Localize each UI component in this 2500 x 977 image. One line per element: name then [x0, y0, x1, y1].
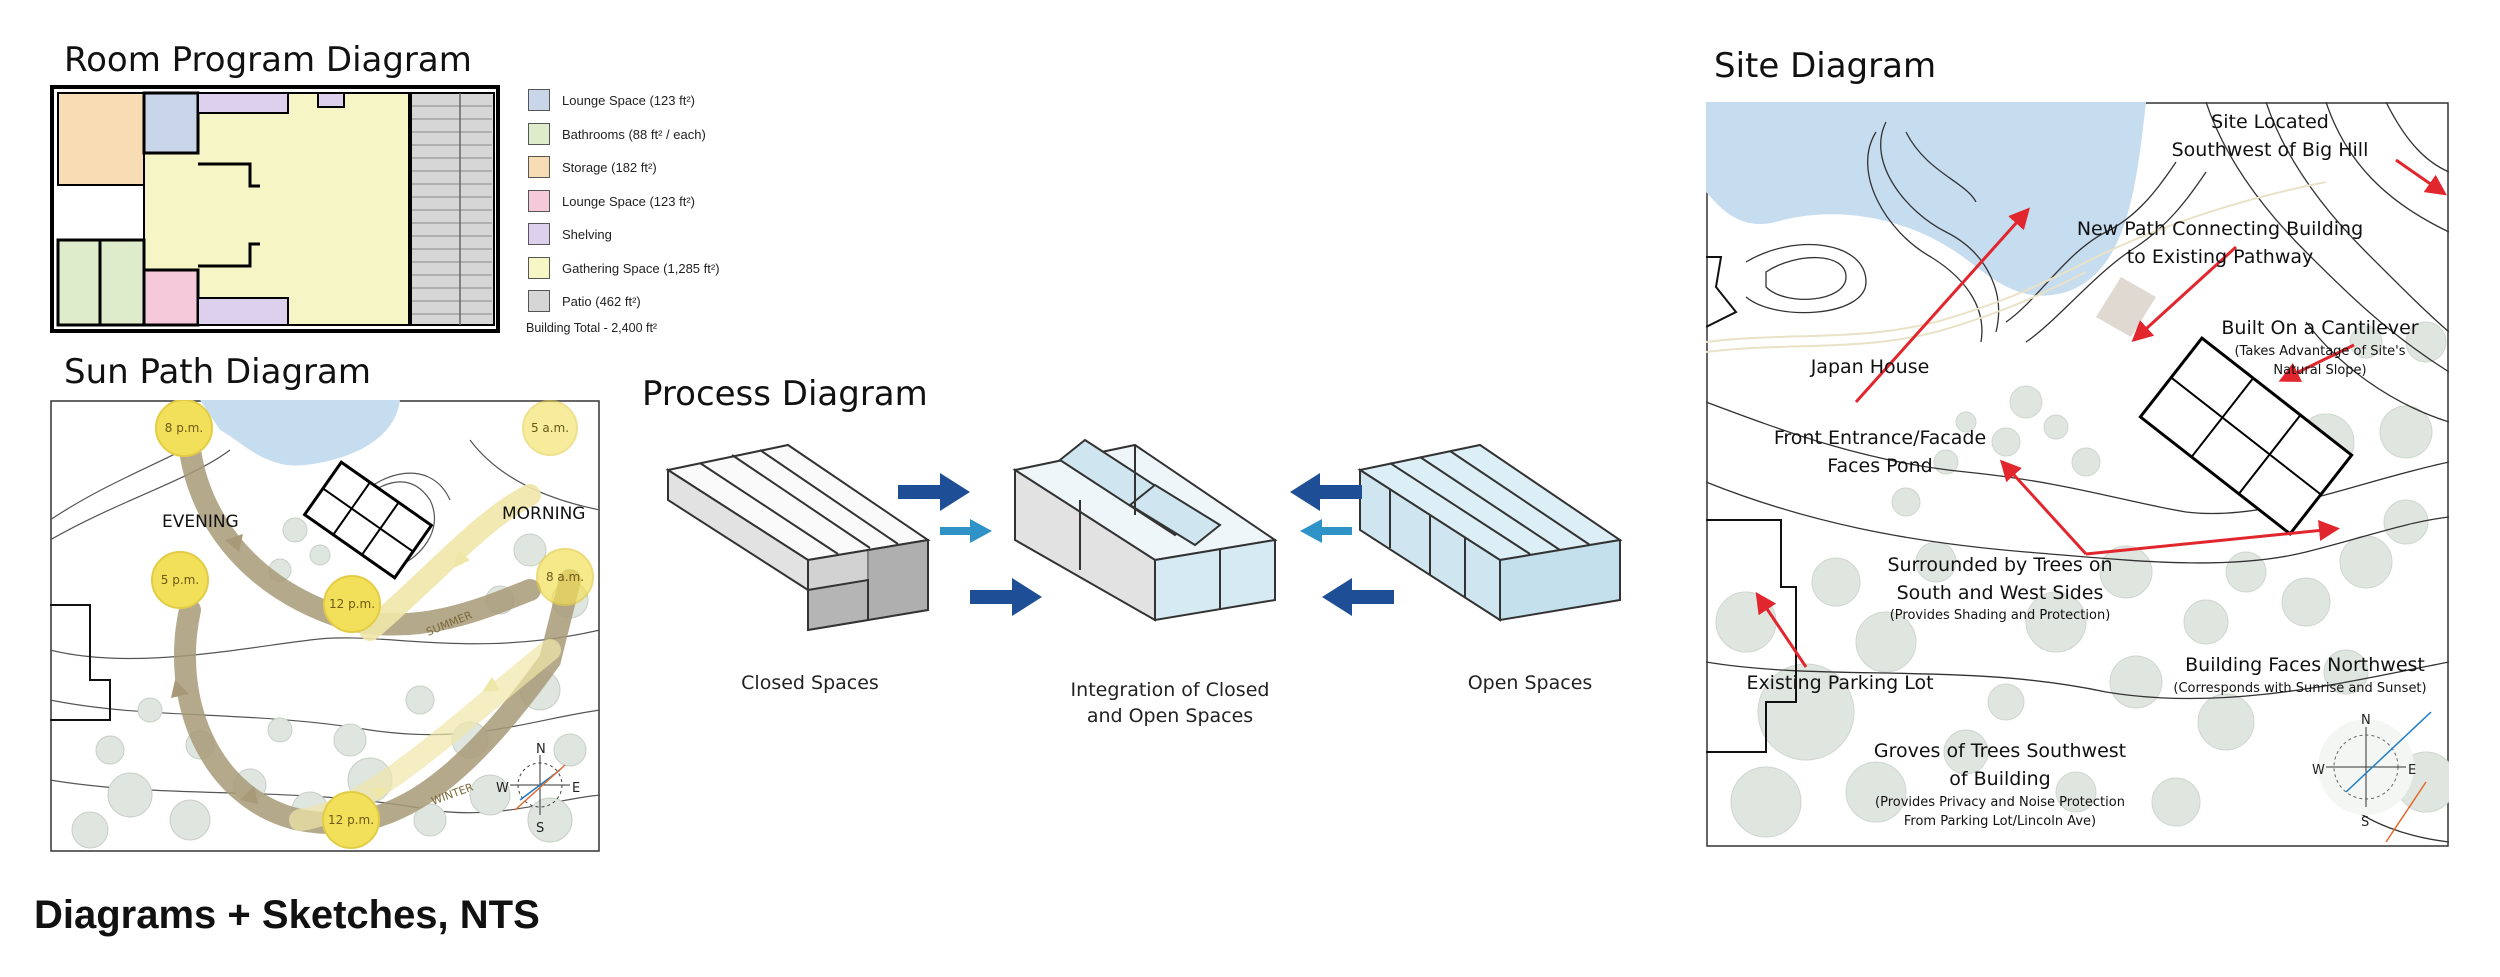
legend-swatch [528, 123, 550, 145]
open-spaces-caption: Open Spaces [1467, 672, 1593, 694]
cantilever-sub: (Takes Advantage of Site's [2234, 344, 2406, 359]
groves-sub: (Provides Privacy and Noise Protection [1875, 795, 2125, 810]
integration-caption-2: and Open Spaces [1086, 705, 1254, 727]
morning-label: MORNING [502, 504, 585, 524]
sun-time-label: 8 p.m. [165, 421, 203, 435]
compass-icon: N E S W [2312, 711, 2432, 843]
sun-time-label: 12 p.m. [329, 597, 375, 611]
compass-w: W [2312, 763, 2325, 778]
integration-caption-1: Integration of Closed [1070, 679, 1270, 701]
compass-e: E [572, 781, 580, 796]
sun-path-diagram: 8 p.m. 5 p.m. 12 p.m. 12 p.m. 5 a.m. 8 a… [50, 400, 600, 852]
site-located-label: Site Located [2211, 111, 2329, 133]
compass-n: N [536, 742, 546, 757]
groves-sub-2: From Parking Lot/Lincoln Ave) [1903, 814, 2097, 829]
main-title: Diagrams + Sketches, NTS [34, 893, 540, 937]
legend-swatch [528, 190, 550, 212]
legend-item: Storage (182 ft²) [528, 154, 657, 180]
arrow-icon [1854, 207, 2031, 404]
legend-item: Lounge Space (123 ft²) [528, 87, 695, 113]
legend-swatch [528, 223, 550, 245]
sun-time-label: 12 p.m. [328, 813, 374, 827]
closed-spaces-caption: Closed Spaces [741, 672, 879, 694]
groves-label-2: of Building [1949, 768, 2051, 790]
arrow-icon [2131, 245, 2238, 343]
site-located-label-2: Southwest of Big Hill [2171, 139, 2369, 161]
cantilever-sub-2: Natural Slope) [2273, 363, 2367, 378]
integration-box [1012, 438, 1278, 622]
legend-swatch [528, 156, 550, 178]
compass-icon: N E S W [496, 742, 580, 836]
faces-northwest-label: Building Faces Northwest [2185, 654, 2425, 676]
arrow-right-icon [898, 473, 1042, 616]
evening-label: EVENING [162, 512, 239, 532]
new-path-label-2: to Existing Pathway [2126, 246, 2314, 268]
site-title: Site Diagram [1714, 46, 1937, 86]
cantilever-label: Built On a Cantilever [2221, 317, 2419, 339]
front-entrance-label: Front Entrance/Facade [1773, 427, 1987, 449]
legend-item: Lounge Space (123 ft²) [528, 188, 695, 214]
trees-sub: (Provides Shading and Protection) [1889, 608, 2111, 623]
groves-label: Groves of Trees Southwest [1873, 740, 2127, 762]
compass-s: S [2361, 815, 2369, 830]
new-path-label: New Path Connecting Building [2076, 218, 2364, 240]
arrow-icon [2278, 343, 2355, 382]
legend-total: Building Total - 2,400 ft² [526, 321, 658, 335]
front-entrance-label-2: Faces Pond [1827, 455, 1933, 477]
legend-swatch [528, 257, 550, 279]
trees-label-2: South and West Sides [1896, 582, 2104, 604]
arrow-icon [1999, 459, 2088, 556]
faces-northwest-sub: (Corresponds with Sunrise and Sunset) [2173, 681, 2427, 696]
legend-swatch [528, 89, 550, 111]
parking-label: Existing Parking Lot [1746, 672, 1934, 694]
open-box [1357, 443, 1623, 622]
arrow-left-icon [1290, 473, 1394, 616]
legend-item: Patio (462 ft²) [528, 288, 641, 314]
sun-time-label: 5 p.m. [161, 573, 199, 587]
legend-item: Gathering Space (1,285 ft²) [528, 255, 720, 281]
site-map: N E S W [1706, 102, 2449, 847]
legend-swatch [528, 290, 550, 312]
compass-w: W [496, 781, 509, 796]
process-title: Process Diagram [642, 374, 928, 414]
sun-time-label: 8 a.m. [546, 570, 584, 584]
room-program-title: Room Program Diagram [64, 40, 472, 80]
trees-label: Surrounded by Trees on [1887, 554, 2113, 576]
compass-n: N [2361, 713, 2371, 728]
floor-plan [50, 85, 500, 333]
sun-time-label: 5 a.m. [531, 421, 569, 435]
arrow-icon [1755, 592, 1808, 668]
compass-e: E [2408, 763, 2416, 778]
sun-path-title: Sun Path Diagram [64, 352, 371, 392]
arrow-icon [2395, 158, 2447, 196]
japan-house-label: Japan House [1810, 356, 1930, 378]
legend-item: Shelving [528, 221, 612, 247]
legend-item: Bathrooms (88 ft² / each) [528, 121, 706, 147]
closed-box [665, 443, 931, 632]
arrow-icon [2085, 520, 2340, 556]
compass-s: S [536, 821, 544, 836]
process-diagram [665, 438, 1623, 632]
